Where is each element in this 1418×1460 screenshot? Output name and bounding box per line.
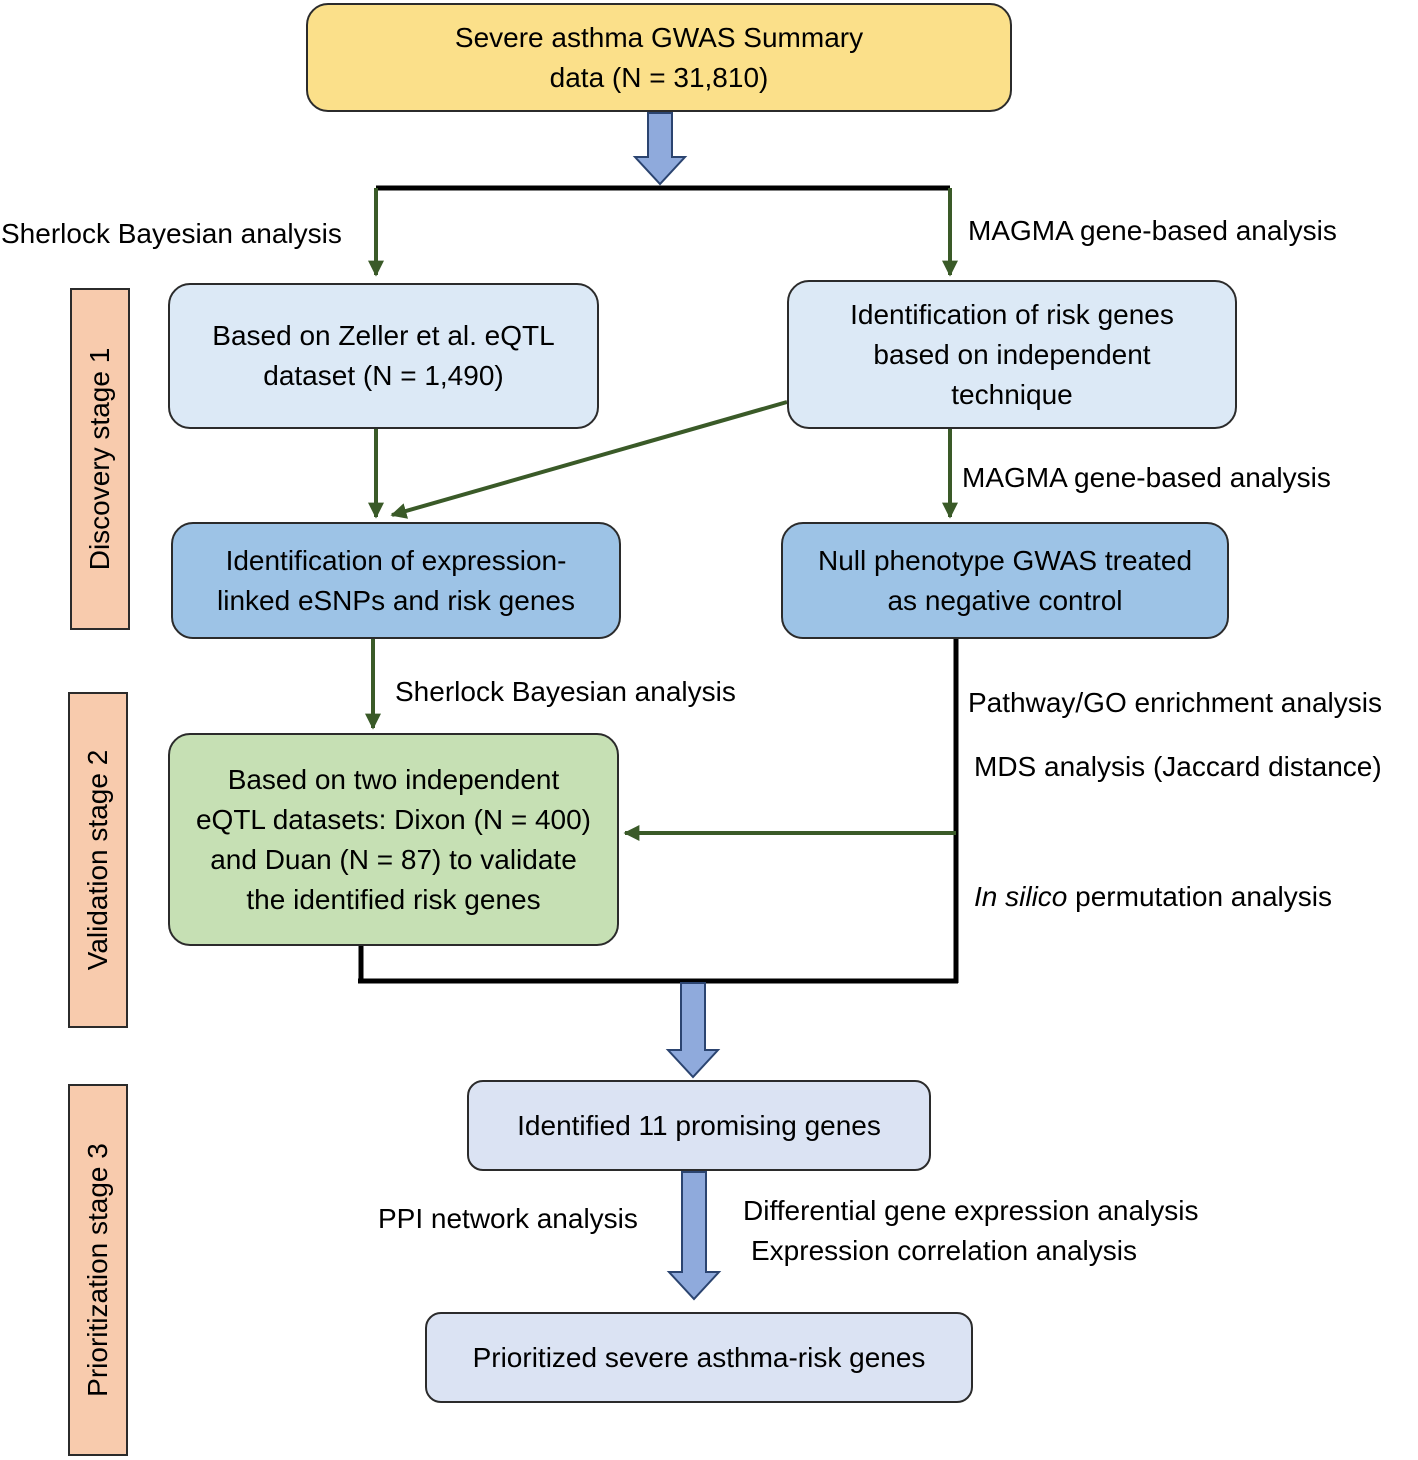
discovery-stage-bar: Discovery stage 1 xyxy=(70,288,130,630)
gwas-summary-box: Severe asthma GWAS Summary data (N = 31,… xyxy=(306,3,1012,112)
expression-line-2: linked eSNPs and risk genes xyxy=(217,584,575,616)
magma-label-mid: MAGMA gene-based analysis xyxy=(962,462,1331,493)
block-arrow-top xyxy=(632,112,688,186)
discovery-stage-label: Discovery stage 1 xyxy=(84,347,115,571)
null-line-2: as negative control xyxy=(887,584,1123,616)
prioritization-stage-bar: Prioritization stage 3 xyxy=(68,1084,128,1456)
magma-label-top: MAGMA gene-based analysis xyxy=(968,215,1337,246)
mds-label: MDS analysis (Jaccard distance) xyxy=(974,751,1382,782)
null-line-1: Null phenotype GWAS treated xyxy=(817,544,1193,576)
risk-id-line-2: based on independent xyxy=(873,338,1151,370)
null-phenotype-box: Null phenotype GWAS treated as negative … xyxy=(781,522,1229,639)
validation-datasets-box: Based on two independent eQTL datasets: … xyxy=(168,733,619,946)
sherlock-label-mid: Sherlock Bayesian analysis xyxy=(395,676,736,707)
in-silico-italic: In silico xyxy=(974,881,1068,912)
in-silico-rest: permutation analysis xyxy=(1067,881,1332,912)
arrow-identification-to-expression xyxy=(390,400,788,519)
block-arrow-bottom xyxy=(666,1171,722,1301)
gwas-summary-line-1: Severe asthma GWAS Summary xyxy=(454,21,864,53)
sherlock-label-top: Sherlock Bayesian analysis xyxy=(1,218,342,249)
validation-stage-bar: Validation stage 2 xyxy=(68,692,128,1028)
differential-expression-label: Differential gene expression analysis xyxy=(743,1195,1199,1226)
gwas-summary-line-2: data (N = 31,810) xyxy=(549,61,769,93)
validation-line-1: Based on two independent xyxy=(227,763,560,795)
expression-linked-esnps-box: Identification of expression- linked eSN… xyxy=(171,522,621,639)
validation-line-2: eQTL datasets: Dixon (N = 400) xyxy=(195,803,592,835)
prioritization-stage-label: Prioritization stage 3 xyxy=(82,1143,113,1397)
zeller-line-2: dataset (N = 1,490) xyxy=(263,360,504,391)
prioritized-line-1: Prioritized severe asthma-risk genes xyxy=(472,1341,926,1373)
promising-line-1: Identified 11 promising genes xyxy=(517,1109,881,1141)
zeller-line-1: Based on Zeller et al. eQTL xyxy=(212,320,555,351)
validation-stage-label: Validation stage 2 xyxy=(82,749,113,971)
pathway-go-label: Pathway/GO enrichment analysis xyxy=(968,687,1382,718)
risk-id-line-3: technique xyxy=(951,378,1073,410)
expression-correlation-label: Expression correlation analysis xyxy=(751,1235,1137,1266)
validation-line-3: and Duan (N = 87) to validate xyxy=(210,843,577,875)
validation-line-4: the identified risk genes xyxy=(246,883,541,915)
in-silico-label: In silico permutation analysis xyxy=(974,880,1332,914)
block-arrow-merge xyxy=(665,982,721,1079)
zeller-eqtl-box: Based on Zeller et al. eQTL dataset (N =… xyxy=(168,283,599,429)
promising-genes-box: Identified 11 promising genes xyxy=(467,1080,931,1171)
risk-id-line-1: Identification of risk genes xyxy=(850,298,1174,330)
expression-line-1: Identification of expression- xyxy=(225,544,567,576)
risk-genes-identification-box: Identification of risk genes based on in… xyxy=(787,280,1237,429)
ppi-label: PPI network analysis xyxy=(378,1203,638,1234)
prioritized-genes-box: Prioritized severe asthma-risk genes xyxy=(425,1312,973,1403)
